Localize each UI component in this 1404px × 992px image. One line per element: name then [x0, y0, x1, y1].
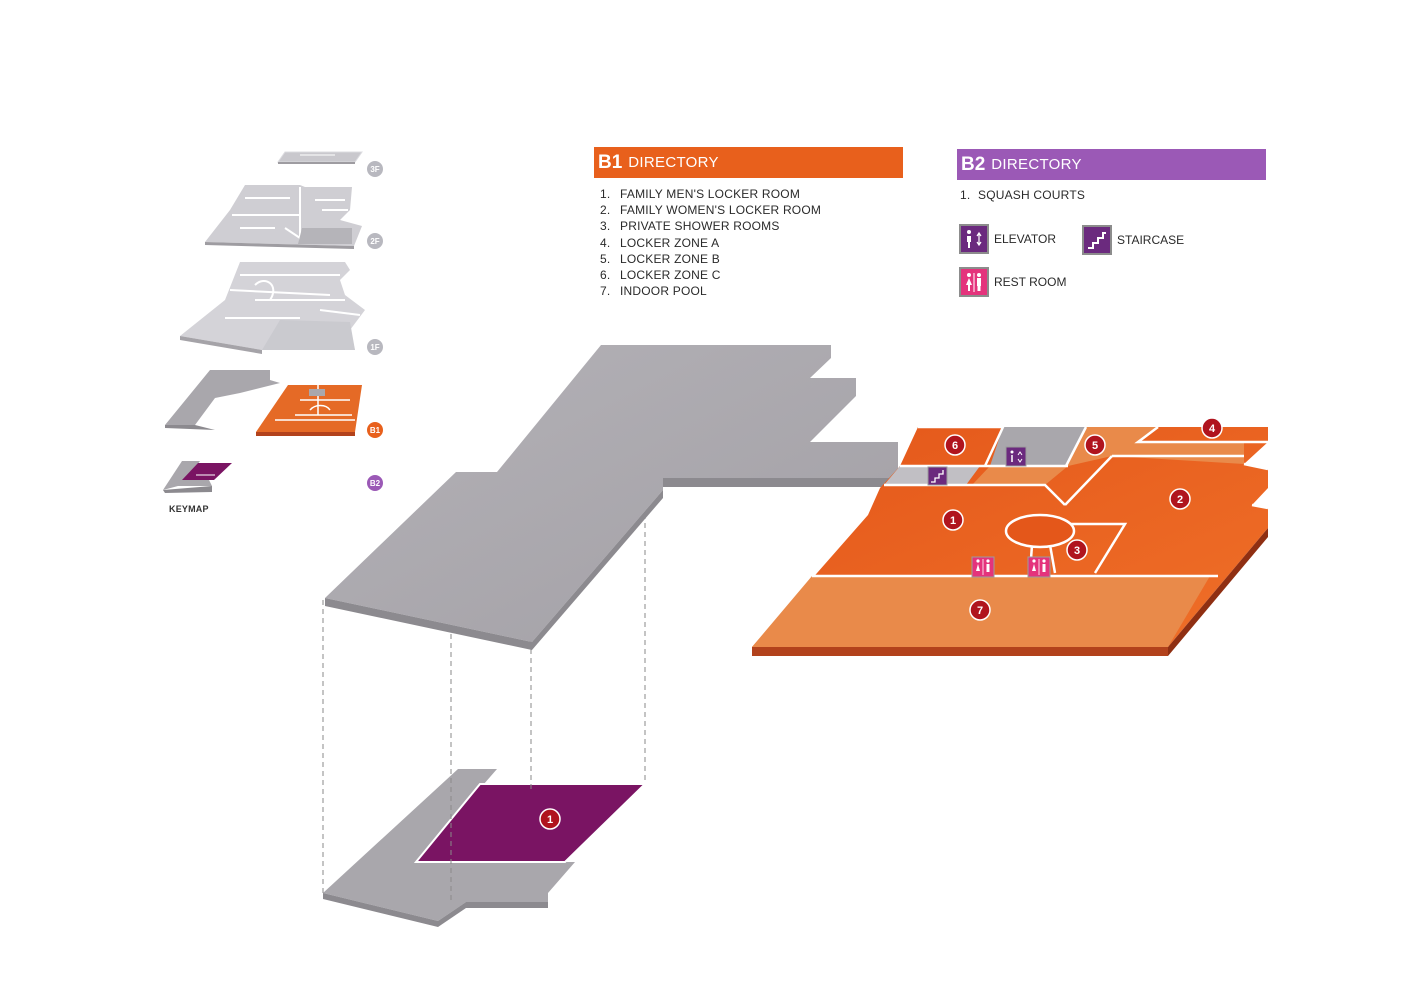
b1-floor-plan [325, 345, 1269, 656]
b2-directory-item[interactable]: 1.SQUASH COURTS [960, 188, 1086, 202]
keymap-floor-b1[interactable] [165, 370, 362, 436]
marker-7-label: 7 [977, 605, 983, 617]
b1-directory-item[interactable]: 6.LOCKER ZONE C [600, 267, 721, 282]
legend-restroom-label: REST ROOM [994, 275, 1067, 289]
legend-elevator: ELEVATOR [959, 224, 1056, 254]
b1-directory-item[interactable]: 5.LOCKER ZONE B [600, 251, 720, 266]
b1-directory-code: B1 [598, 151, 623, 173]
marker-1[interactable]: 1 [942, 509, 964, 531]
badge-3f-label: 3F [370, 165, 379, 174]
b1-directory-word: DIRECTORY [628, 154, 719, 171]
keymap-floor-2f[interactable] [205, 185, 362, 249]
b2-directory-list: 1.SQUASH COURTS [960, 187, 1085, 203]
b2-marker-1[interactable]: 1 [539, 808, 561, 830]
marker-6[interactable]: 6 [944, 434, 966, 456]
marker-5[interactable]: 5 [1084, 434, 1106, 456]
marker-6-label: 6 [952, 440, 958, 452]
badge-b2-label: B2 [370, 479, 381, 488]
badge-b2 [367, 475, 383, 491]
b1-directory-item[interactable]: 4.LOCKER ZONE A [600, 235, 720, 250]
marker-3-label: 3 [1074, 545, 1080, 557]
keymap-floor-1f[interactable] [180, 262, 365, 354]
b2-directory-code: B2 [961, 153, 986, 175]
legend-staircase: STAIRCASE [1082, 225, 1184, 255]
keymap: 3F 2F 1F B1 B2 [163, 151, 383, 493]
marker-4[interactable]: 4 [1201, 417, 1223, 439]
marker-3[interactable]: 3 [1066, 539, 1088, 561]
badge-2f-label: 2F [370, 237, 379, 246]
b1-directory-item[interactable]: 1.FAMILY MEN'S LOCKER ROOM [600, 187, 801, 201]
b1-directory-list: 1.FAMILY MEN'S LOCKER ROOM 2.FAMILY WOME… [600, 186, 821, 299]
staircase-icon [1082, 225, 1112, 255]
map-restroom-icon-1[interactable] [971, 556, 995, 578]
badge-3f [367, 161, 383, 177]
keymap-label: KEYMAP [169, 504, 209, 514]
map-restroom-icon-2[interactable] [1027, 556, 1051, 578]
b1-directory-item[interactable]: 7.INDOOR POOL [600, 284, 707, 299]
marker-4-label: 4 [1209, 423, 1216, 435]
badge-1f [367, 339, 383, 355]
b1-markers: 1 2 3 4 5 6 7 [942, 417, 1223, 621]
badge-b1 [367, 422, 383, 438]
marker-1-label: 1 [950, 515, 956, 527]
b1-directory-header: B1 DIRECTORY [594, 147, 903, 178]
b2-floor-plan [323, 769, 648, 927]
keymap-floor-3f[interactable] [277, 151, 363, 164]
marker-7[interactable]: 7 [969, 599, 991, 621]
map-staircase-icon[interactable] [927, 466, 948, 486]
legend-restroom: REST ROOM [959, 267, 1066, 297]
badge-2f [367, 233, 383, 249]
marker-2[interactable]: 2 [1169, 488, 1191, 510]
level-connector-lines [322, 505, 646, 902]
b2-directory-word: DIRECTORY [991, 156, 1082, 173]
keymap-floor-b2[interactable] [163, 461, 232, 493]
b1-directory-item[interactable]: 3.PRIVATE SHOWER ROOMS [600, 219, 780, 234]
badge-1f-label: 1F [370, 343, 379, 352]
legend-elevator-label: ELEVATOR [994, 232, 1057, 246]
squash-courts-area[interactable] [413, 783, 648, 863]
b2-directory-header: B2 DIRECTORY [957, 149, 1266, 180]
b2-marker-1-label: 1 [547, 814, 553, 826]
marker-5-label: 5 [1092, 440, 1098, 452]
marker-2-label: 2 [1177, 494, 1183, 506]
restroom-icon [959, 267, 989, 297]
legend-staircase-label: STAIRCASE [1117, 233, 1185, 247]
map-elevator-icon[interactable] [1005, 446, 1027, 467]
badge-b1-label: B1 [370, 426, 381, 435]
elevator-icon [959, 224, 989, 254]
b1-directory-item[interactable]: 2.FAMILY WOMEN'S LOCKER ROOM [600, 203, 822, 218]
